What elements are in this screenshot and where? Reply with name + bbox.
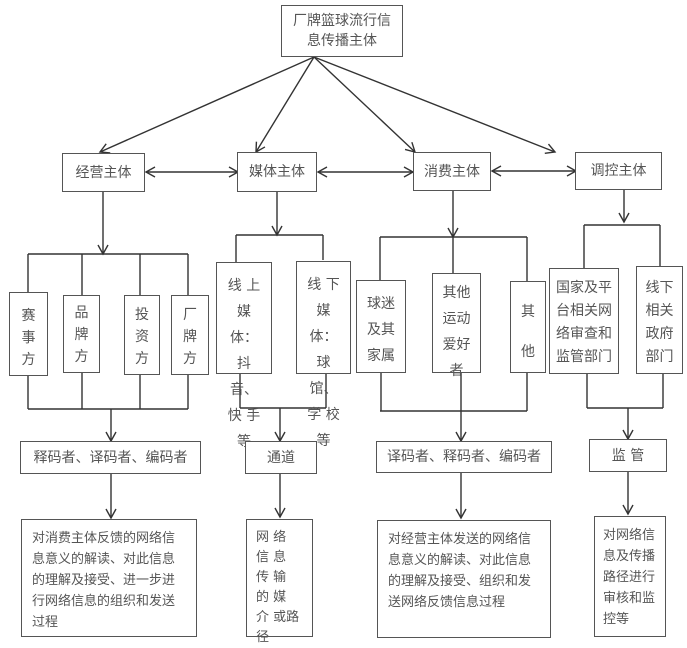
consumer-role-label: 译码者、释码者、编码者 (387, 449, 541, 465)
subject-regulator-label: 调控主体 (590, 163, 647, 179)
media-member-box: 线 下媒体：球馆、学 校等 (296, 261, 351, 449)
consumer-member-box: 球迷及其家属 (356, 280, 406, 373)
business-role-box: 释码者、译码者、编码者 (20, 441, 201, 474)
business-desc-box: 对消费主体反馈的网络信息意义的解读、对此信息的理解及接受、进一步进行网络信息的组… (21, 519, 197, 637)
regulator-member-label: 线下相关政府部门 (645, 280, 674, 365)
media-member-label: 线 下媒体：球馆、学 校等 (307, 277, 340, 449)
subject-consumer-label: 消费主体 (424, 163, 480, 180)
root-box: 厂牌篮球流行信息传播主体 (281, 5, 403, 57)
subject-business-box: 经营主体 (62, 153, 145, 192)
media-role-label: 通道 (267, 449, 295, 466)
business-member-label: 厂牌方 (183, 307, 197, 367)
business-member-label: 品牌方 (74, 305, 89, 365)
arrow-root-media (255, 56, 315, 154)
subject-business-label: 经营主体 (75, 164, 132, 181)
business-member-box: 投资方 (124, 295, 160, 375)
regulator-member-box: 国家及平台相关网络审查和监管部门 (549, 268, 619, 374)
consumer-desc-text: 对经营主体发送的网络信息意义的解读、对此信息的理解及接受、组织和发送网络反馈信息… (388, 532, 532, 610)
media-role-box: 通道 (245, 441, 317, 474)
regulator-desc-box: 对网络信息及传播路径进行审核和监控等 (594, 516, 666, 637)
subject-media-box: 媒体主体 (237, 152, 317, 192)
regulator-member-box: 线下相关政府部门 (636, 266, 683, 374)
subject-media-label: 媒体主体 (249, 164, 305, 180)
regulator-member-label: 国家及平台相关网络审查和监管部门 (556, 280, 612, 365)
arrow-root-regulator (313, 56, 557, 155)
arrow-root-consumer (313, 56, 417, 153)
media-member-box: 线 上媒体：抖音、快 手等 (216, 262, 272, 450)
business-member-box: 厂牌方 (171, 295, 209, 375)
consumer-member-label: 其他 (521, 304, 535, 360)
regulator-role-box: 监 管 (589, 439, 667, 472)
business-member-box: 品牌方 (63, 295, 100, 373)
consumer-member-label: 球迷及其家属 (367, 296, 395, 364)
subject-regulator-box: 调控主体 (575, 152, 662, 190)
consumer-member-label: 其他运动爱好者 (442, 285, 471, 379)
media-member-label: 线 上媒体：抖音、快 手等 (227, 278, 261, 450)
regulator-desc-text: 对网络信息及传播路径进行审核和监控等 (603, 528, 656, 627)
business-member-box: 赛事方 (9, 292, 48, 376)
consumer-member-box: 其他 (510, 281, 546, 373)
business-role-label: 释码者、译码者、编码者 (33, 449, 188, 466)
subject-consumer-box: 消费主体 (413, 152, 491, 191)
consumer-member-box: 其他运动爱好者 (432, 273, 481, 379)
consumer-role-box: 译码者、释码者、编码者 (376, 441, 552, 473)
business-member-label: 赛事方 (21, 308, 36, 368)
root-label: 厂牌篮球流行信息传播主体 (293, 13, 391, 49)
business-desc-text: 对消费主体反馈的网络信息意义的解读、对此信息的理解及接受、进一步进行网络信息的组… (32, 531, 176, 630)
media-desc-text: 网 络 信 息 传 输 的 媒 介 或路径 (256, 530, 300, 645)
media-desc-box: 网 络 信 息 传 输 的 媒 介 或路径 (246, 519, 313, 645)
arrow-root-business (98, 56, 315, 154)
consumer-desc-box: 对经营主体发送的网络信息意义的解读、对此信息的理解及接受、组织和发送网络反馈信息… (377, 520, 551, 638)
business-member-label: 投资方 (135, 307, 149, 367)
regulator-role-label: 监 管 (611, 447, 645, 464)
